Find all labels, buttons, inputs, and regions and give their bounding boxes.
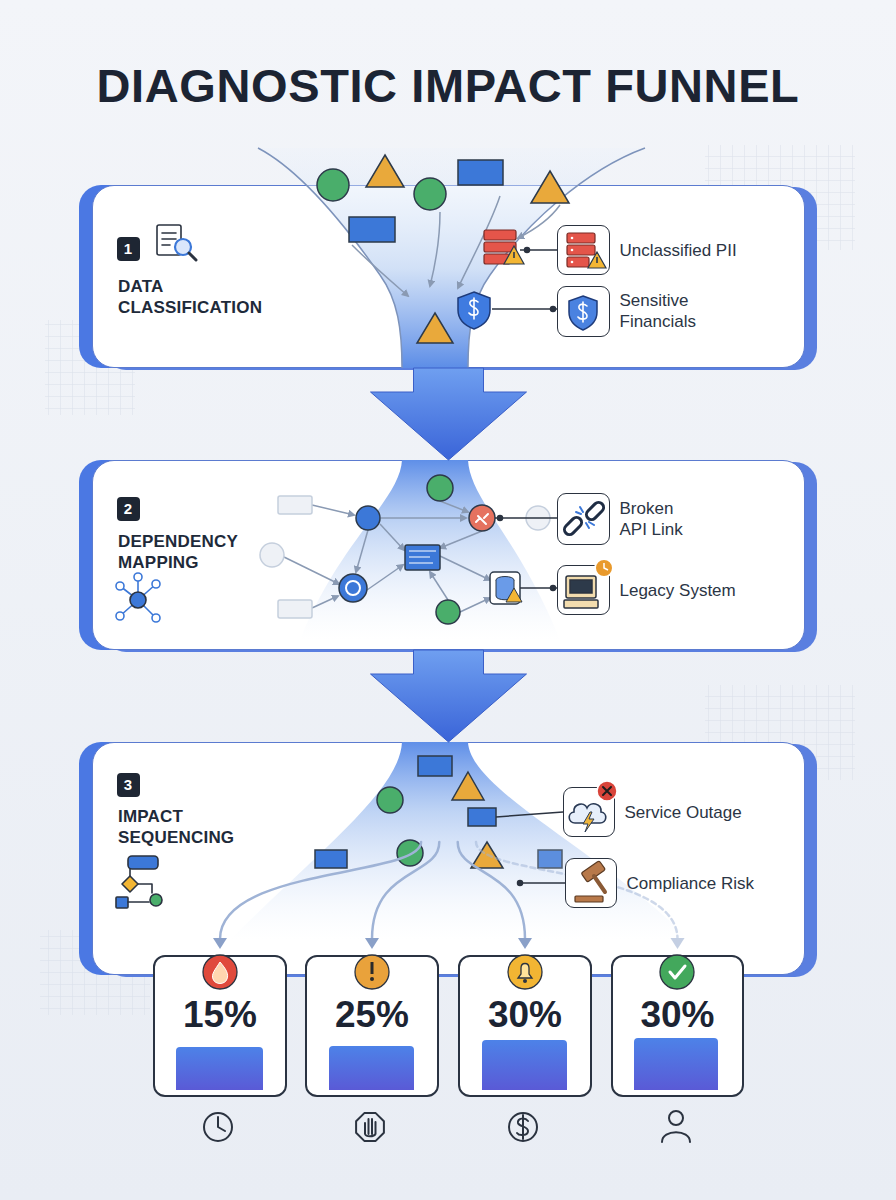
impact-card: 25%	[305, 955, 439, 1097]
issue-callout: Sensitive Financials	[557, 286, 610, 337]
stage-arrow	[371, 650, 527, 742]
issue-label: Service Outage	[625, 801, 785, 822]
step-badge: 1	[117, 237, 140, 261]
impact-card: 30%	[611, 955, 744, 1097]
data-token	[366, 155, 404, 187]
step-badge: 3	[117, 773, 140, 797]
stage-panel: DEPENDENCY MAPPING2Broken API LinkLegacy…	[92, 460, 805, 650]
metric-icon	[365, 1119, 376, 1136]
flow-arrow	[371, 368, 527, 460]
metric-icon	[509, 1113, 537, 1141]
step-number: 1	[117, 237, 140, 261]
issue-callout: Unclassified PII	[557, 225, 610, 275]
stage-heading: DATA CLASSIFICATION	[118, 276, 283, 318]
stage-heading: DEPENDENCY MAPPING	[118, 531, 283, 573]
issue-callout: Compliance Risk	[565, 858, 617, 908]
impact-card: 30%	[458, 955, 592, 1097]
data-token	[458, 160, 503, 185]
impact-percent: 25%	[307, 993, 437, 1037]
issue-label: Legacy System	[620, 579, 780, 600]
step-number: 3	[117, 773, 140, 797]
metric-icon	[204, 1113, 232, 1141]
impact-percent: 15%	[155, 993, 285, 1037]
issue-label: Unclassified PII	[620, 239, 800, 260]
issue-callout: Service Outage	[563, 787, 615, 837]
metric-icon	[356, 1113, 384, 1141]
stage-panel: IMPACT SEQUENCING 3Service OutageComplian…	[92, 742, 805, 975]
impact-card: 15%	[153, 955, 287, 1097]
issue-label: Compliance Risk	[627, 872, 787, 893]
grid-patch	[40, 145, 855, 1015]
metric-icon	[204, 1111, 690, 1142]
issue-label: Broken API Link	[620, 498, 700, 540]
flow-arrow	[371, 650, 527, 742]
diagram-title: DIAGNOSTIC IMPACT FUNNEL	[0, 58, 896, 114]
metric-icon	[669, 1111, 683, 1125]
stage-arrow	[371, 368, 527, 460]
metric-icon	[662, 1132, 690, 1142]
stage-heading: IMPACT SEQUENCING	[118, 806, 283, 848]
stage-panel: DATA CLASSIFICATION1Unclassified PIISens…	[92, 185, 805, 368]
metric-icon	[517, 1115, 528, 1139]
step-number: 2	[117, 497, 140, 521]
impact-percent: 30%	[460, 993, 590, 1037]
step-badge: 2	[117, 497, 140, 521]
metric-icon	[218, 1117, 225, 1131]
impact-percent: 30%	[613, 993, 742, 1037]
issue-label: Sensitive Financials	[620, 290, 720, 332]
issue-callout: Broken API Link	[557, 493, 610, 545]
issue-callout: Legacy System	[557, 565, 610, 615]
